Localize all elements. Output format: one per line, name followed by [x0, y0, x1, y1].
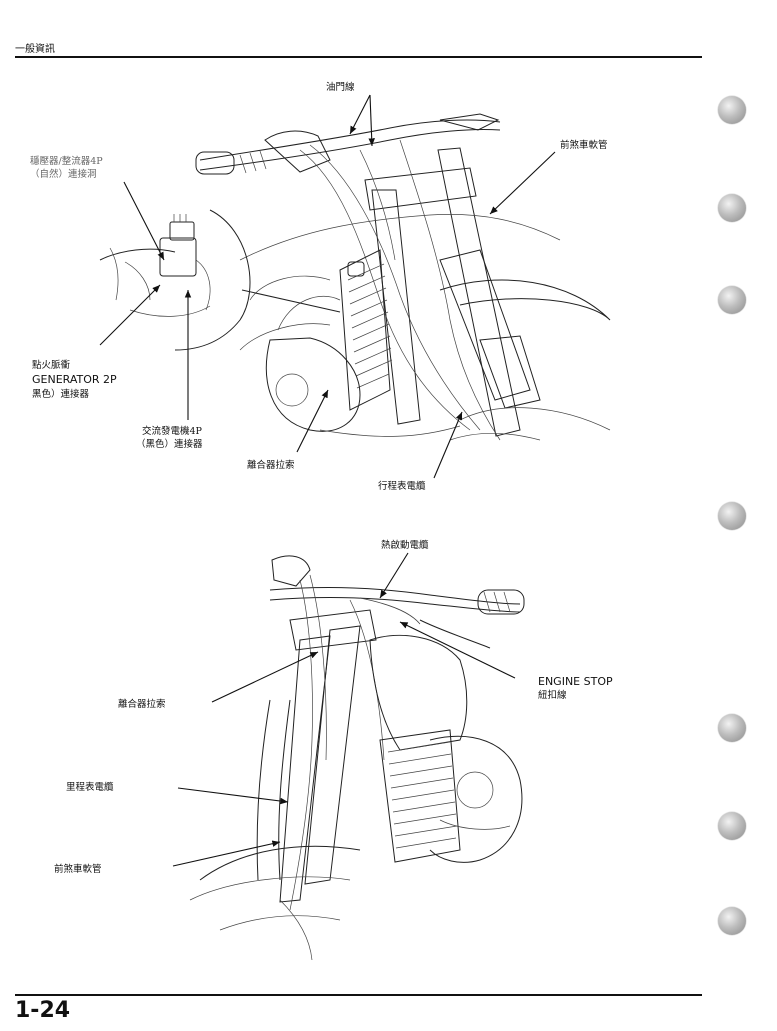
header-rule: [15, 56, 702, 58]
callout-clutch-cable-bottom: 離合器拉索: [118, 699, 166, 710]
callout-engine-stop-line1: ENGINE STOP: [538, 675, 613, 688]
callout-hot-start-cable: 熱啟動電纜: [381, 540, 429, 551]
bottom-motorcycle-drawing: [189, 555, 525, 961]
callout-speedometer-cable: 行程表電纜: [378, 481, 426, 492]
section-tab-marker: [718, 96, 746, 124]
section-tab-marker: [718, 502, 746, 530]
section-tab-marker: [718, 714, 746, 742]
section-tab-marker: [718, 812, 746, 840]
callout-ignition-pulse-line2: GENERATOR 2P: [32, 373, 117, 386]
section-tab-marker: [718, 907, 746, 935]
callout-alternator-connector-line1: 交流發電機4P: [142, 426, 202, 437]
callout-front-brake-hose: 前煞車軟管: [560, 140, 608, 151]
section-tab-marker: [718, 194, 746, 222]
callout-ignition-pulse-line3: 黑色）連接器: [32, 389, 90, 400]
page-number: 1-24: [15, 998, 71, 1023]
top-motorcycle-drawing: [99, 113, 611, 441]
callout-alternator-connector-line2: （黑色）連接器: [136, 439, 203, 450]
callout-engine-stop-line2: 紐扣線: [538, 690, 567, 701]
footer-rule: [15, 994, 702, 996]
section-tab-marker: [718, 286, 746, 314]
callout-ignition-pulse-line1: 點火脈衝: [32, 360, 71, 371]
callout-clutch-cable-top: 離合器拉索: [247, 460, 295, 471]
section-label: 一般資訊: [15, 44, 55, 55]
callout-front-brake-hose-bottom: 前煞車軟管: [54, 864, 102, 875]
callout-regulator-connector-line2: （自然）連接洞: [30, 169, 97, 180]
callout-throttle-cable: 油門線: [326, 82, 355, 93]
callout-regulator-connector-line1: 穩壓器/整流器4P: [30, 156, 103, 167]
callout-odometer-cable: 里程表電纜: [66, 782, 114, 793]
